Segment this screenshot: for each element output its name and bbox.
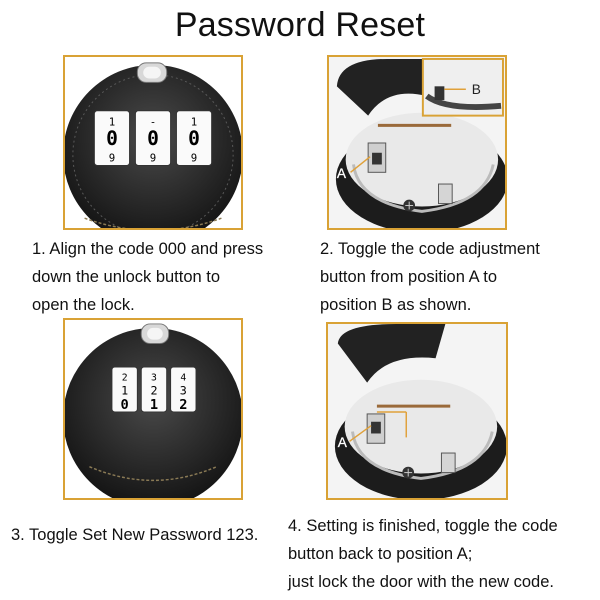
dial-digit: 9: [109, 152, 115, 165]
step2-caption: 2. Toggle the code adjustment button fro…: [320, 235, 590, 319]
dial-digit: 9: [150, 152, 156, 165]
dial-digit: 2: [150, 383, 157, 397]
caption-line: 2. Toggle the code adjustment: [320, 240, 540, 258]
caption-line: open the lock.: [32, 296, 135, 314]
dial-digit: 4: [180, 373, 186, 384]
lock-interior-illustration: A: [328, 324, 506, 498]
caption-line: 4. Setting is finished, toggle the code: [288, 517, 558, 535]
step4-caption: 4. Setting is finished, toggle the code …: [288, 512, 598, 596]
caption-line: button back to position A;: [288, 545, 473, 563]
caption-line: just lock the door with the new code.: [288, 573, 554, 591]
step1-caption: 1. Align the code 000 and press down the…: [32, 235, 302, 319]
dial-digit: 1: [109, 115, 115, 128]
step1-image: 1 0 9 - 0 9 1 0 9: [63, 55, 243, 230]
dial-digit: 0: [121, 397, 129, 413]
step4-image: A: [326, 322, 508, 500]
lock-front-illustration: 1 0 9 - 0 9 1 0 9: [65, 62, 241, 228]
code-adjust-button-icon: [372, 152, 382, 165]
lock-interior-illustration: B A: [329, 57, 505, 228]
dial-digit: 9: [191, 152, 197, 165]
dial-digit: 1: [150, 397, 158, 413]
caption-line: 3. Toggle Set New Password 123.: [11, 526, 259, 544]
dial-digit: 1: [191, 115, 197, 128]
dial-digit: 2: [122, 373, 128, 384]
caption-line: button from position A to: [320, 268, 498, 286]
dial-digit: 2: [179, 397, 187, 413]
callout-b-label: B: [472, 82, 481, 97]
page-title: Password Reset: [174, 6, 426, 44]
step2-image: B A: [327, 55, 507, 230]
callout-a-label: A: [338, 435, 348, 450]
dial-digit: 0: [147, 127, 159, 150]
code-dials: 1 0 9 - 0 9 1 0 9: [93, 110, 213, 166]
code-dials: 2 1 0 3 2 1 4 3 2: [111, 366, 197, 413]
dial-digit: 1: [121, 383, 128, 397]
caption-line: down the unlock button to: [32, 268, 221, 286]
dial-digit: 3: [151, 373, 157, 384]
caption-line: position B as shown.: [320, 296, 472, 314]
dial-digit: 0: [106, 127, 118, 150]
callout-a-label: A: [337, 166, 347, 181]
code-adjust-button-icon: [371, 421, 381, 434]
lock-front-illustration: 2 1 0 3 2 1 4 3 2: [65, 323, 241, 498]
dial-digit: -: [150, 115, 156, 128]
caption-line: 1. Align the code 000 and press: [32, 240, 264, 258]
step3-caption: 3. Toggle Set New Password 123.: [11, 521, 291, 549]
step3-image: 2 1 0 3 2 1 4 3 2: [63, 318, 243, 500]
dial-digit: 0: [188, 127, 200, 150]
dial-digit: 3: [180, 383, 187, 397]
